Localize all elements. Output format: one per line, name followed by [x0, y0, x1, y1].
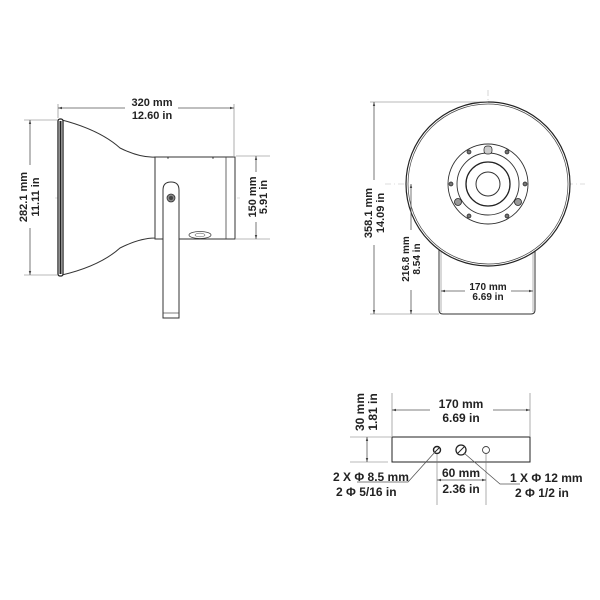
bracket-width-mm-label: 170 mm — [469, 282, 506, 293]
driver-flange — [447, 143, 529, 225]
total-height-mm-label: 358.1 mm — [363, 188, 375, 238]
body-height-in-label: 5.91 in — [258, 180, 270, 215]
length-in-label: 12.60 in — [132, 110, 173, 122]
front-view-dimensions: 358.1 mm 14.09 in 216.8 mm 8.54 in 170 m… — [363, 101, 533, 315]
hole-spacing-in-label: 2.36 in — [442, 482, 479, 496]
large-hole-spec-line1: 1 X Φ 12 mm — [510, 471, 583, 485]
mouth-height-in-label: 11.11 in — [30, 177, 42, 216]
bracket-plate-height-in-label: 1.81 in — [366, 393, 380, 430]
bracket-plate-width-mm-label: 170 mm — [439, 397, 484, 411]
bracket-plate-height-mm-label: 30 mm — [353, 393, 367, 431]
small-hole-spec-line2: 2 Φ 5/16 in — [336, 485, 397, 499]
horn-mouth-circle — [405, 101, 571, 267]
cable-gland — [188, 231, 212, 239]
horn-flare — [61, 119, 156, 276]
bracket-view-drawing — [391, 436, 531, 463]
mouth-height-mm-label: 282.1 mm — [18, 172, 30, 222]
bracket-width-in-label: 6.69 in — [472, 292, 503, 303]
mounting-bracket-arm — [162, 181, 180, 319]
large-hole-icon — [455, 444, 467, 456]
small-hole-icon — [482, 446, 490, 454]
front-view-drawing — [385, 90, 585, 315]
bracket-plate-width-in-label: 6.69 in — [442, 411, 479, 425]
body-height-mm-label: 150 mm — [247, 176, 259, 217]
small-hole-spec-line1: 2 X Φ 8.5 mm — [333, 470, 409, 484]
bracket-view-dimensions: 170 mm 6.69 in 30 mm 1.81 in 60 mm 2.36 … — [333, 393, 583, 505]
bracket-height-in-label: 8.54 in — [412, 243, 423, 274]
terminal-tab — [483, 145, 493, 155]
bracket-height-mm-label: 216.8 mm — [401, 236, 412, 282]
flange-bolts — [448, 149, 528, 219]
large-hole-spec-line2: 2 Φ 1/2 in — [515, 486, 569, 500]
side-view-dimensions: 320 mm 12.60 in 282.1 mm 11.11 in 150 mm… — [18, 97, 270, 276]
length-mm-label: 320 mm — [132, 97, 173, 109]
total-height-in-label: 14.09 in — [375, 193, 387, 234]
hole-spacing-mm-label: 60 mm — [442, 466, 480, 480]
side-view-drawing — [55, 118, 240, 319]
driver-throat — [475, 171, 501, 197]
front-bracket — [438, 248, 536, 315]
small-hole-icon — [432, 445, 442, 455]
